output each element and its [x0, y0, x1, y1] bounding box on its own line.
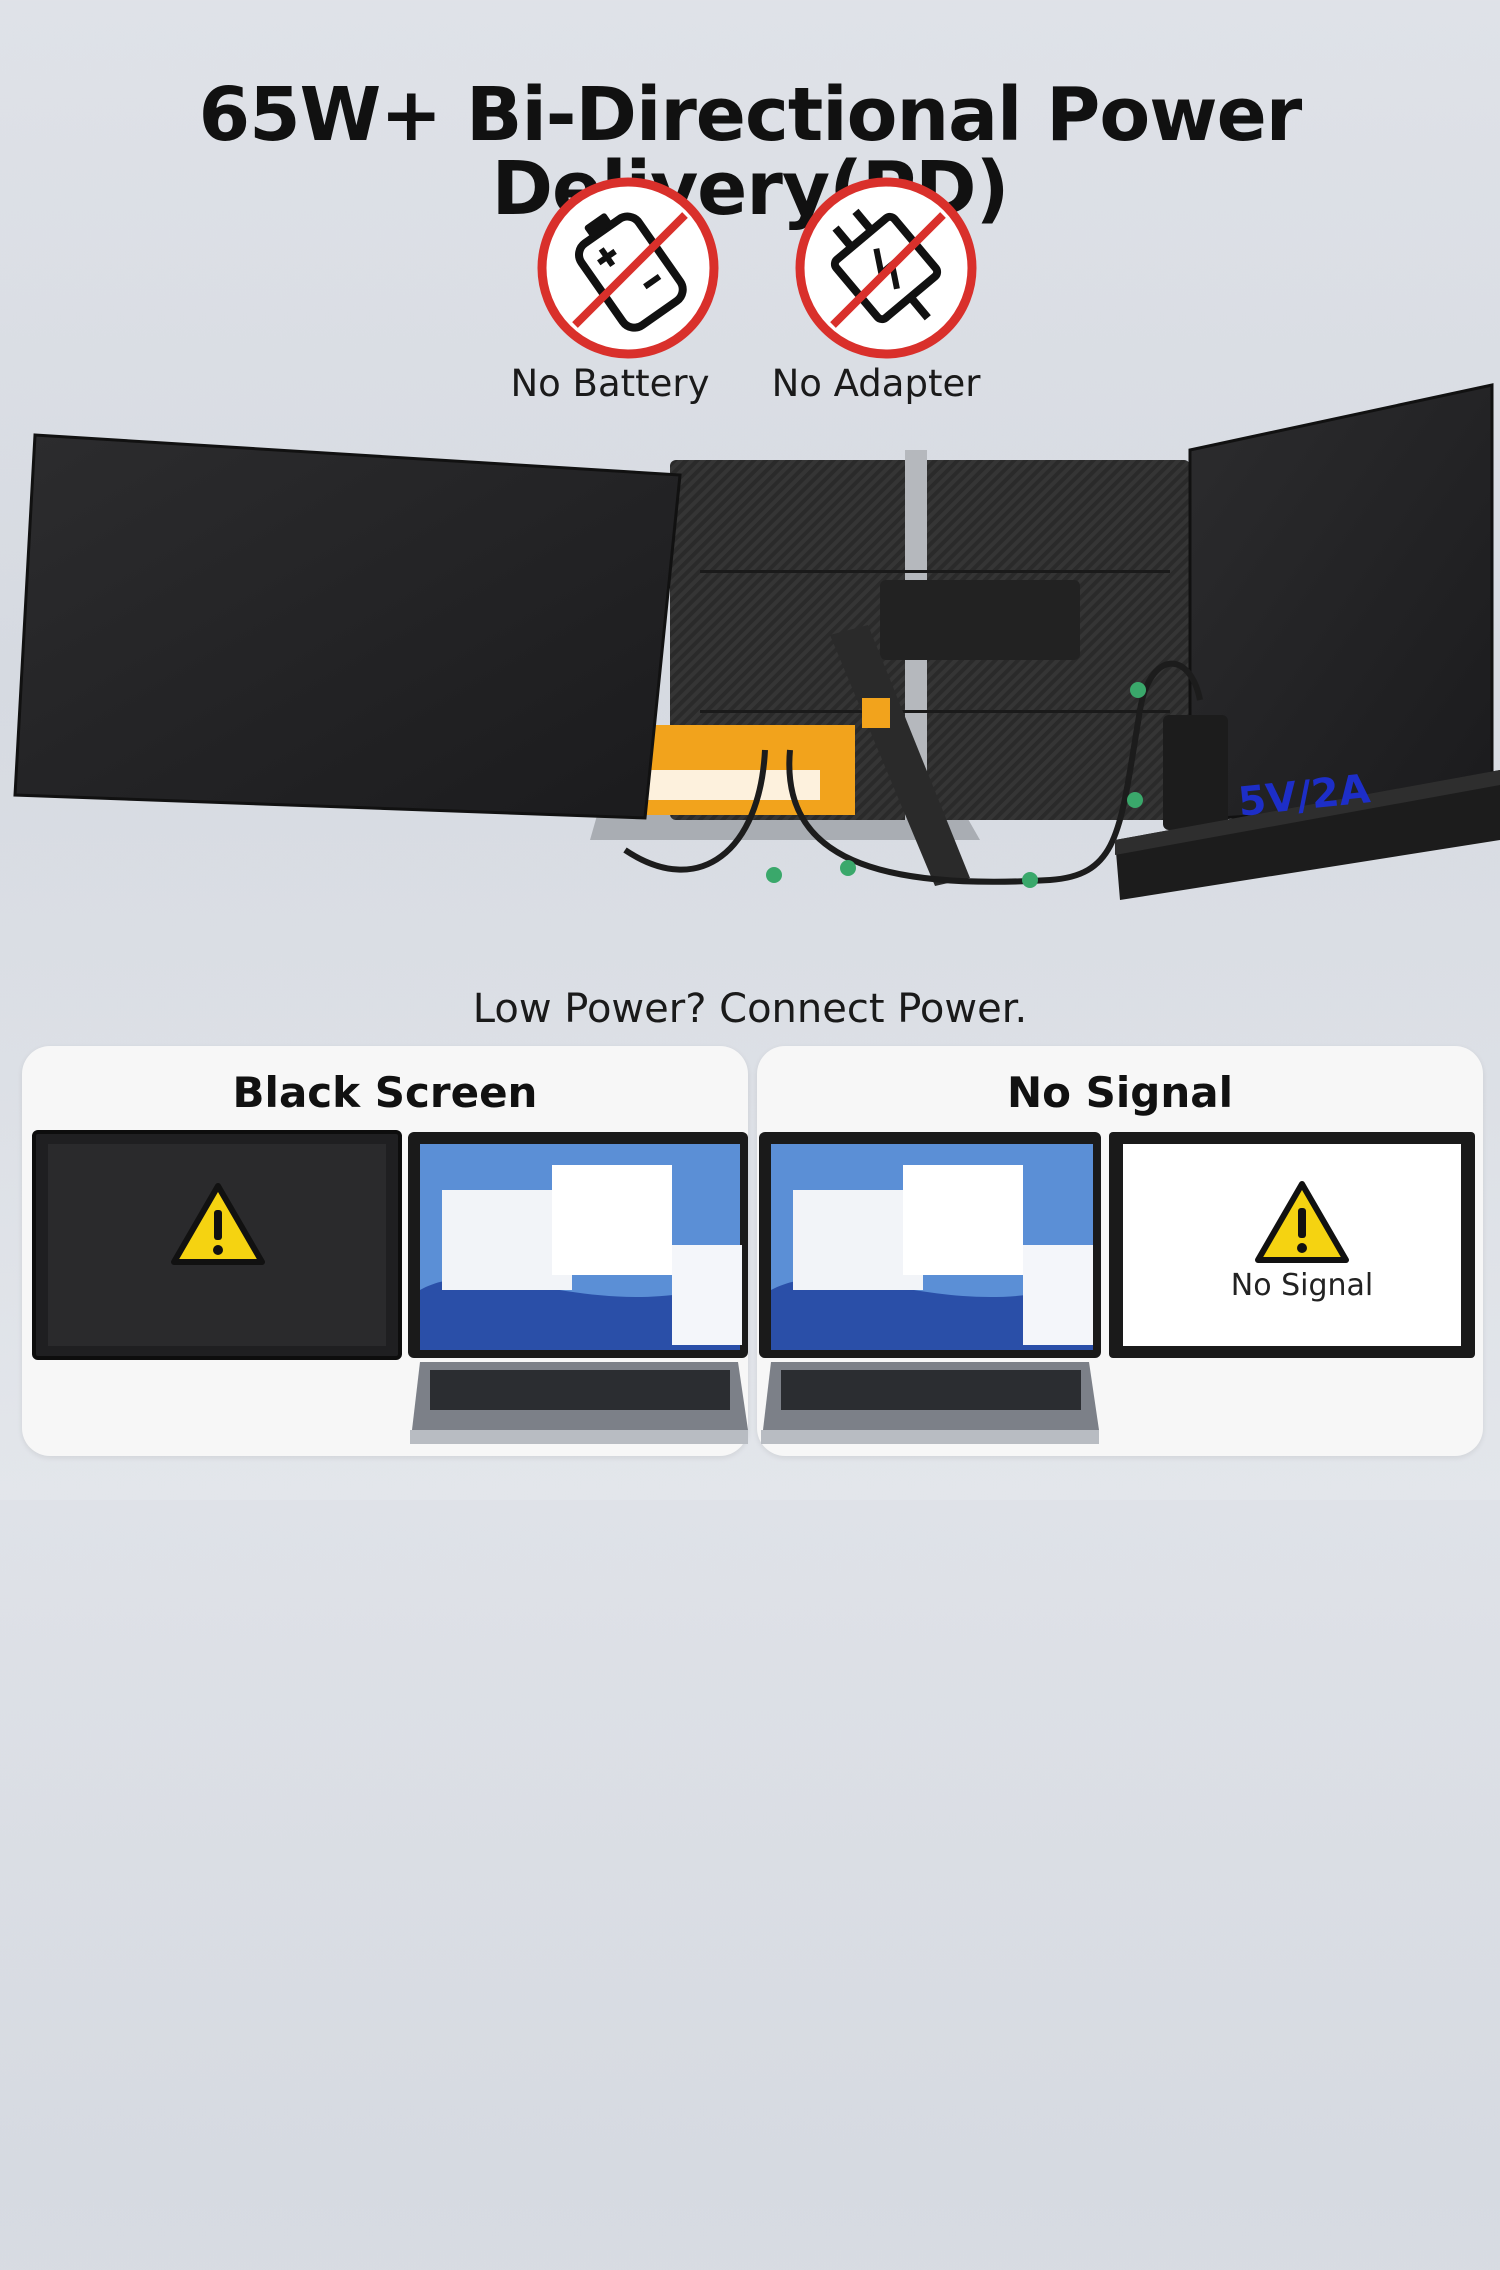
black-screen-title: Black Screen	[232, 1068, 538, 1117]
black-screen-card: Black Screen	[22, 1046, 748, 1456]
no-signal-title: No Signal	[1007, 1068, 1233, 1117]
no-battery-label: No Battery	[510, 362, 710, 405]
headline: 65W+ Bi-Directional Power Delivery(PD)	[198, 72, 1303, 232]
tri-screen-monitor-illustration	[13, 383, 1500, 900]
no-adapter-label: No Adapter	[771, 362, 981, 405]
warning-icon-right	[1255, 1181, 1349, 1263]
power-note: Low Power? Connect Power.	[472, 986, 1028, 1032]
black-screen-illustration	[32, 1130, 748, 1444]
no-signal-card: No Signal	[757, 1046, 1483, 1456]
no-signal-screen-message: No Signal	[1230, 1268, 1374, 1303]
warning-icon-left	[171, 1183, 265, 1265]
battery-crossed-icon	[537, 177, 719, 359]
adapter-crossed-icon	[795, 177, 977, 359]
warning-icon	[167, 2182, 267, 2270]
